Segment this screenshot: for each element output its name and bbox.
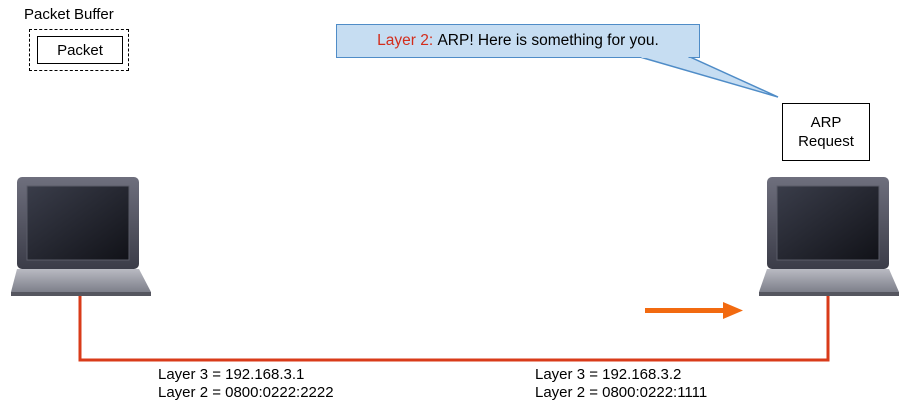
packet-box: Packet [37, 36, 123, 64]
callout-highlight: Layer 2: [377, 32, 434, 49]
laptop-icon [759, 177, 899, 296]
host-left-addresses: Layer 3 = 192.168.3.1 Layer 2 = 0800:022… [158, 366, 334, 402]
right-arrow-icon [645, 302, 743, 319]
host-left-layer3: Layer 3 = 192.168.3.1 [158, 366, 305, 383]
arp-request-box: ARP Request [782, 103, 870, 161]
arp-request-line1: ARP [810, 114, 842, 131]
arp-request-line2: Request [798, 133, 854, 150]
callout-text: ARP! Here is something for you. [437, 32, 659, 49]
callout-message: Layer 2: ARP! Here is something for you. [336, 24, 700, 58]
packet-label: Packet [57, 41, 103, 59]
packet-buffer-title: Packet Buffer [24, 6, 114, 23]
laptop-icon [11, 177, 151, 296]
host-left-layer2: Layer 2 = 0800:0222:2222 [158, 384, 334, 401]
host-right-layer2: Layer 2 = 0800:0222:1111 [535, 384, 708, 401]
host-right-layer3: Layer 3 = 192.168.3.2 [535, 366, 682, 383]
packet-buffer [29, 29, 129, 71]
host-right-addresses: Layer 3 = 192.168.3.2 Layer 2 = 0800:022… [535, 366, 707, 402]
